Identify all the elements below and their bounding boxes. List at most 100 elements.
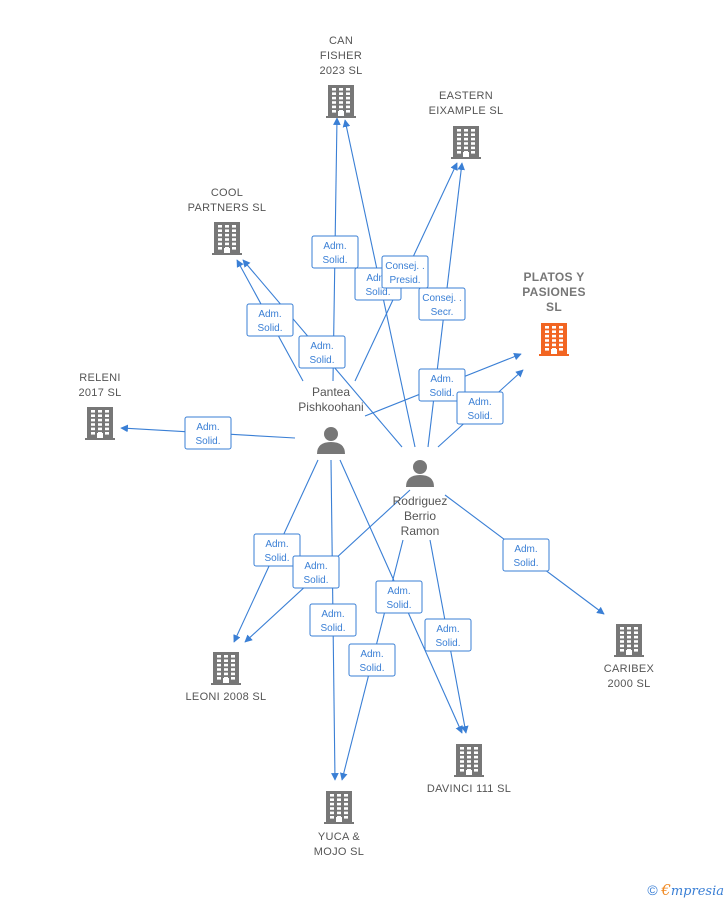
role-label[interactable]: Adm.Solid. xyxy=(348,643,396,677)
node-label-line: COOL xyxy=(211,187,243,199)
company-node-can-fisher[interactable]: CAN FISHER 2023 SL xyxy=(319,35,362,118)
role-text: Solid. xyxy=(435,638,460,649)
role-text: Solid. xyxy=(467,411,492,422)
node-label-line: MOJO SL xyxy=(314,846,364,858)
node-label-line: 2017 SL xyxy=(78,387,121,399)
role-text: Secr. xyxy=(431,307,454,318)
role-box[interactable] xyxy=(456,391,504,425)
role-label[interactable]: Adm. Solid. xyxy=(424,618,472,652)
node-label-line: Rodriguez xyxy=(393,494,448,508)
role-text: Solid. xyxy=(309,355,334,366)
brand-initial: € xyxy=(661,881,671,899)
role-text: Adm. xyxy=(321,609,344,620)
copyright-symbol: © xyxy=(647,882,658,898)
building-icon[interactable] xyxy=(539,323,569,356)
role-label[interactable]: Adm. Solid. xyxy=(298,335,346,369)
node-label-line: EASTERN xyxy=(439,90,493,102)
role-text: Adm. xyxy=(514,544,537,555)
building-icon[interactable] xyxy=(614,624,644,657)
role-box[interactable] xyxy=(292,555,340,589)
role-box[interactable] xyxy=(418,287,466,321)
role-text: Adm. xyxy=(310,341,333,352)
node-label-line: PLATOS Y xyxy=(523,270,584,284)
person-icon[interactable] xyxy=(406,460,434,487)
node-label-line: CARIBEX xyxy=(604,663,655,675)
node-label-line: Pantea xyxy=(312,385,350,399)
role-text: Solid. xyxy=(257,323,282,334)
role-box[interactable] xyxy=(381,255,429,289)
node-label-line: FISHER xyxy=(320,50,362,62)
role-text: Presid. xyxy=(389,275,420,286)
role-box[interactable] xyxy=(424,618,472,652)
role-text: Adm. xyxy=(265,539,288,550)
role-text: Adm. xyxy=(366,273,389,284)
role-label[interactable]: Adm. Solid. xyxy=(246,303,294,337)
brand-name[interactable]: mpresia xyxy=(670,884,724,899)
role-label[interactable]: Consej. .Presid. xyxy=(381,255,429,289)
company-node-leoni[interactable]: LEONI 2008 SL xyxy=(186,652,267,703)
role-label[interactable]: Adm.Solid. xyxy=(311,235,359,269)
building-icon[interactable] xyxy=(451,126,481,159)
role-box[interactable] xyxy=(253,533,301,567)
role-text: Solid. xyxy=(303,575,328,586)
role-box[interactable] xyxy=(246,303,294,337)
role-box[interactable] xyxy=(311,235,359,269)
node-label-line: Berrio xyxy=(404,509,436,523)
building-icon[interactable] xyxy=(324,791,354,824)
role-label[interactable]: Adm.Solid. xyxy=(456,391,504,425)
node-label-line: Ramon xyxy=(401,524,440,538)
node-label-line: Pishkoohani xyxy=(298,400,363,414)
role-text: Adm. xyxy=(196,422,219,433)
role-box[interactable] xyxy=(502,538,550,572)
role-label[interactable]: Consej. .Secr. xyxy=(418,287,466,321)
building-icon[interactable] xyxy=(211,652,241,685)
node-label-line: PASIONES xyxy=(522,285,586,299)
node-label-line: 2000 SL xyxy=(607,678,650,690)
role-label[interactable]: Adm.Solid. xyxy=(309,603,357,637)
role-box[interactable] xyxy=(309,603,357,637)
company-node-caribex[interactable]: CARIBEX 2000 SL xyxy=(604,624,655,690)
building-icon[interactable] xyxy=(85,407,115,440)
role-label[interactable]: Adm. Solid. xyxy=(184,416,232,450)
role-box[interactable] xyxy=(298,335,346,369)
role-label[interactable]: Adm.Solid. xyxy=(418,368,466,402)
role-box[interactable] xyxy=(418,368,466,402)
role-box[interactable] xyxy=(375,580,423,614)
role-box[interactable] xyxy=(348,643,396,677)
role-text: Adm. xyxy=(436,624,459,635)
building-icon[interactable] xyxy=(326,85,356,118)
role-box[interactable] xyxy=(184,416,232,450)
node-label-line: EIXAMPLE SL xyxy=(429,105,504,117)
role-text: Solid. xyxy=(359,663,384,674)
company-node-eastern[interactable]: EASTERN EIXAMPLE SL xyxy=(429,90,504,159)
person-icon[interactable] xyxy=(317,427,345,454)
role-label[interactable]: Adm.Solid. xyxy=(502,538,550,572)
company-node-yuca[interactable]: YUCA & MOJO SL xyxy=(314,791,364,858)
role-text: Solid. xyxy=(264,553,289,564)
node-label-line: SL xyxy=(546,300,562,314)
role-text: Solid. xyxy=(195,436,220,447)
role-text: Adm. xyxy=(430,374,453,385)
role-text: Adm. xyxy=(387,586,410,597)
role-label[interactable]: Adm. Solid. xyxy=(253,533,301,567)
building-icon[interactable] xyxy=(212,222,242,255)
node-label-line: YUCA & xyxy=(318,831,361,843)
node-label-line: CAN xyxy=(329,35,353,47)
role-text: Adm. xyxy=(304,561,327,572)
node-label-line: 2023 SL xyxy=(319,65,362,77)
node-label-line: RELENI xyxy=(79,372,121,384)
company-node-davinci[interactable]: DAVINCI 111 SL xyxy=(427,744,511,795)
role-text: Solid. xyxy=(365,287,390,298)
building-icon[interactable] xyxy=(454,744,484,777)
role-text: Adm. xyxy=(258,309,281,320)
company-node-releni[interactable]: RELENI 2017 SL xyxy=(78,372,121,440)
node-label-line: DAVINCI 111 SL xyxy=(427,783,511,795)
role-label[interactable]: Adm. Solid. xyxy=(292,555,340,589)
role-label[interactable]: Adm.Solid. xyxy=(375,580,423,614)
